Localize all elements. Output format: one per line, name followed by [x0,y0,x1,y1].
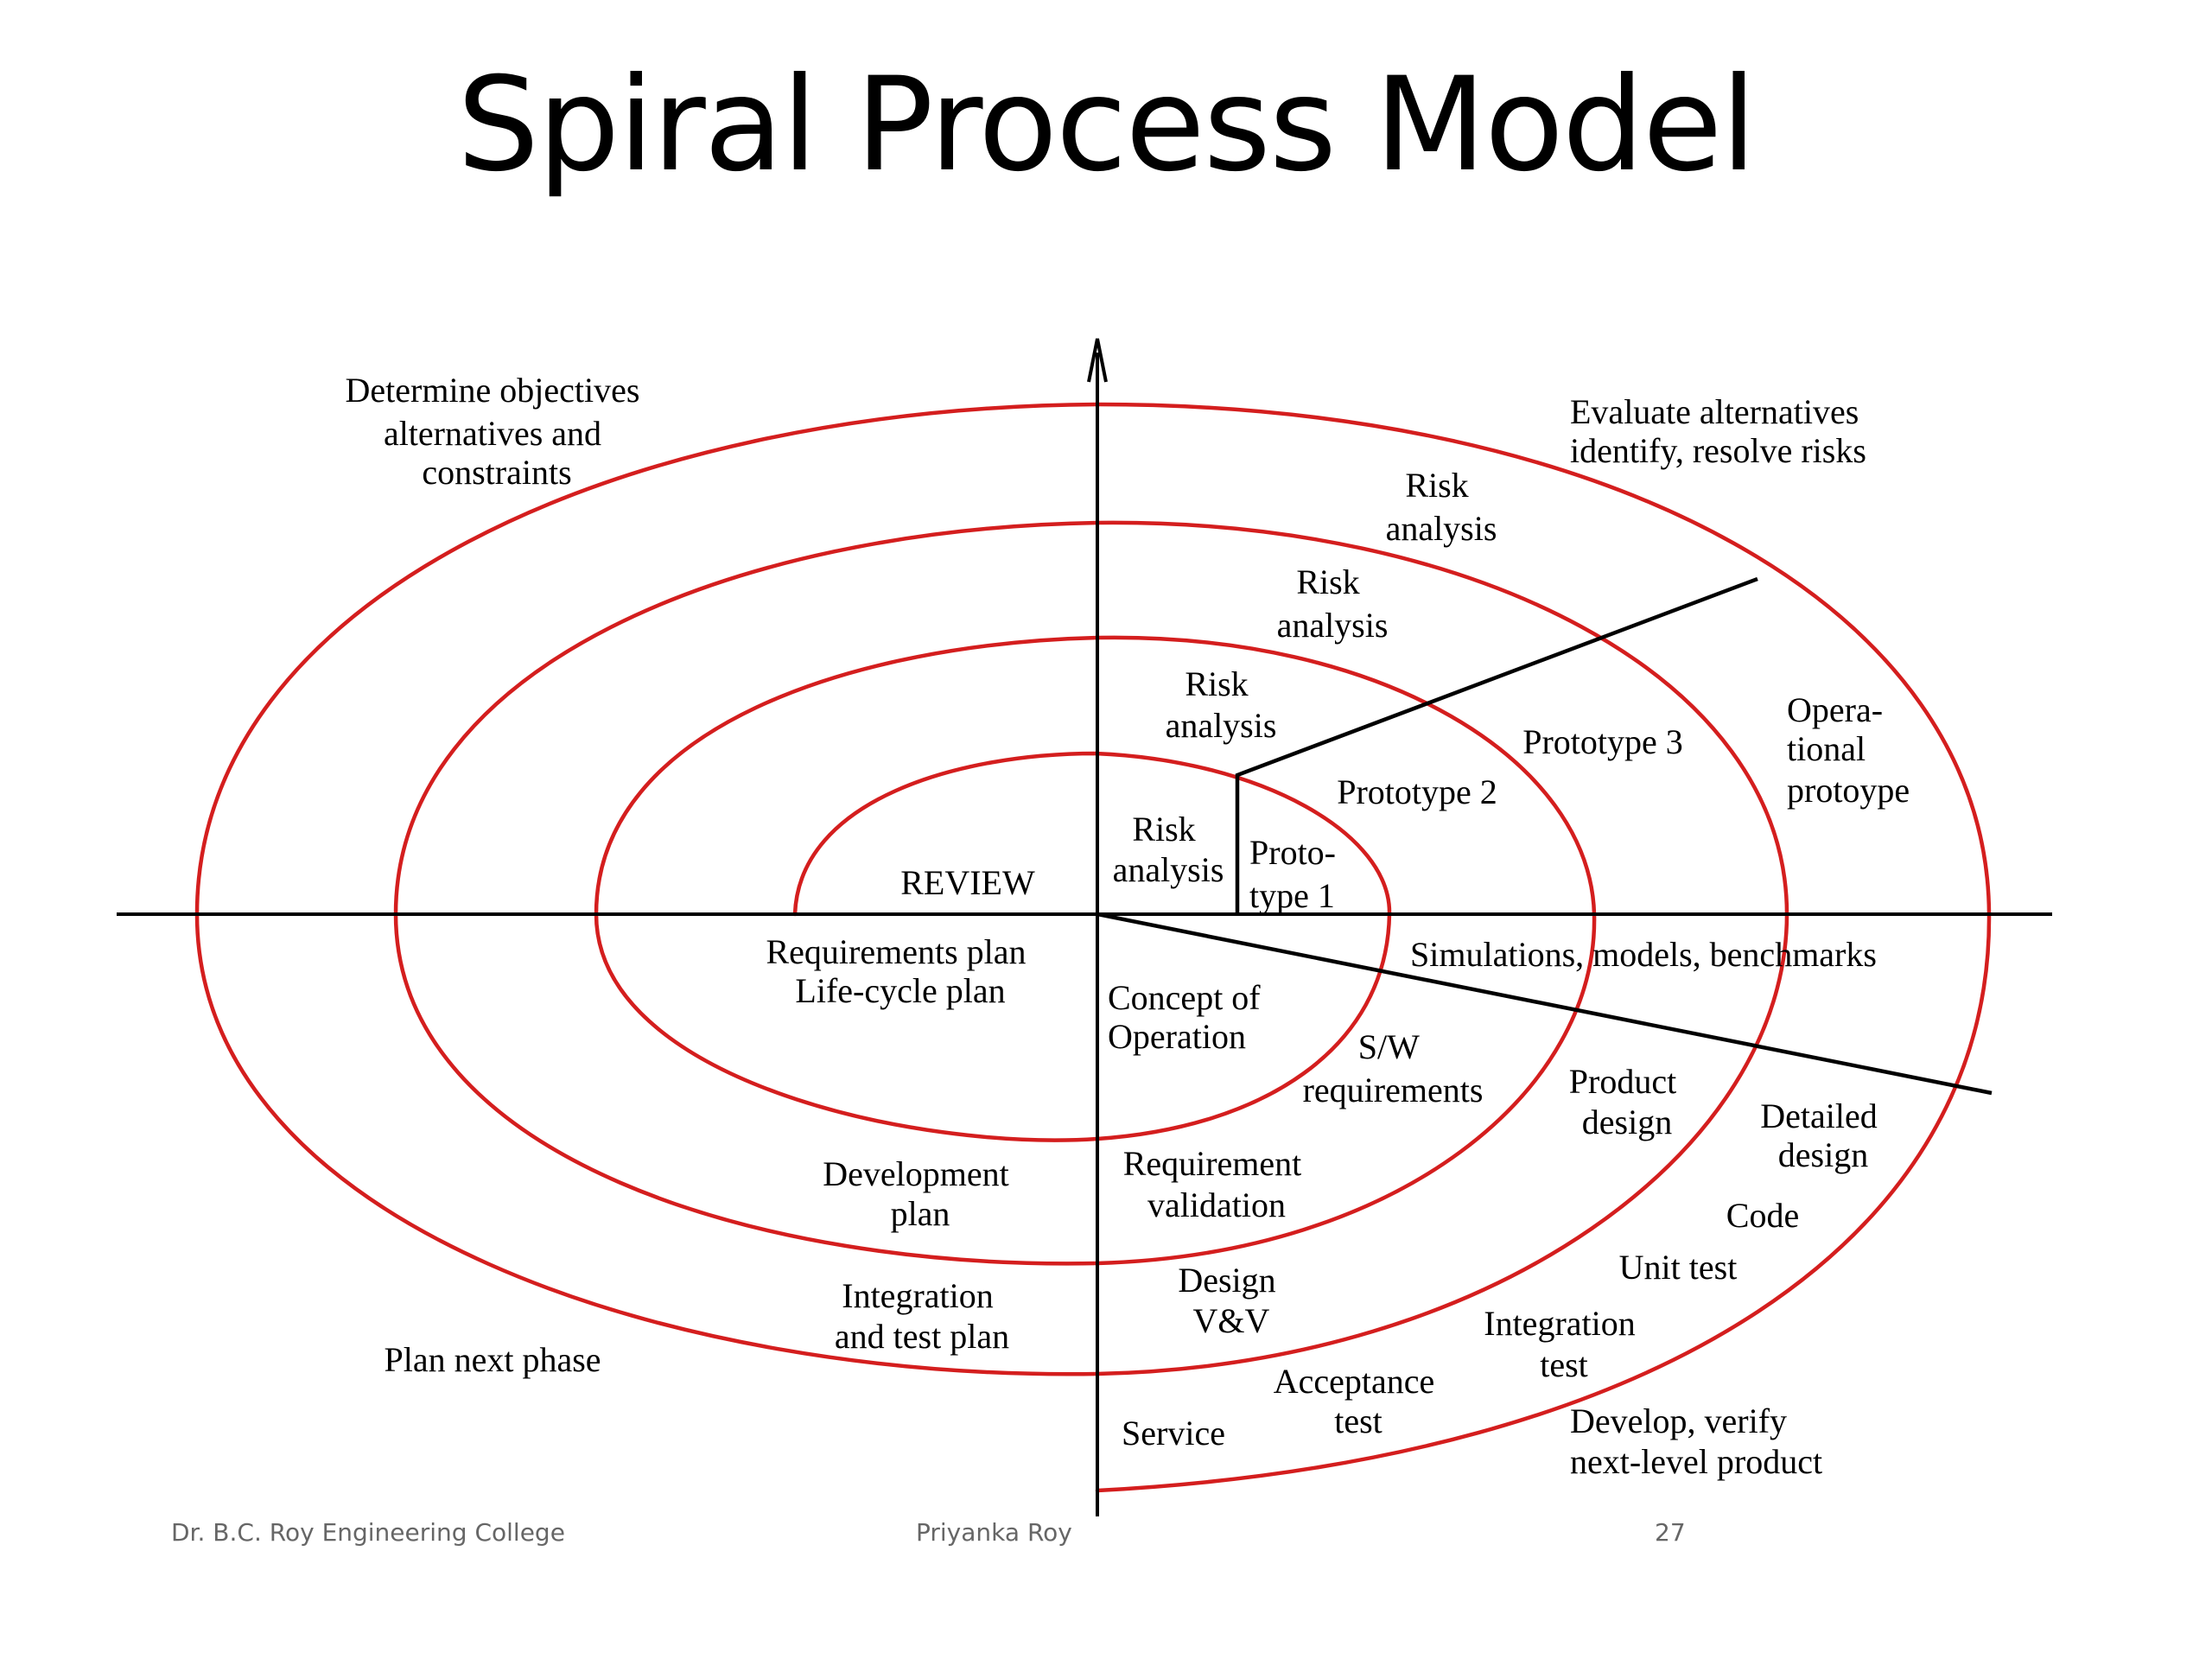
label-integration-test-plan: Integration and test plan [835,1276,1009,1356]
slide-footer: Dr. B.C. Roy Engineering College Priyank… [171,1518,1686,1547]
label-unit-test: Unit test [1619,1248,1738,1287]
label-development-plan: Development plan [823,1154,1018,1233]
risk-radial-line [1235,576,1758,914]
label-requirements-plan: Requirements plan Life-cycle plan [766,932,1034,1010]
label-operational-prototype: Opera- tional protoype [1787,690,1910,810]
label-develop-verify: Develop, verify next-level product [1570,1402,1822,1481]
label-prototype-1: Proto- type 1 [1249,833,1344,915]
label-plan-next-phase: Plan next phase [384,1340,601,1379]
label-detailed-design: Detailed design [1760,1096,1886,1174]
label-risk-analysis-outer: Risk analysis [1386,466,1497,548]
label-evaluate-alternatives: Evaluate alternatives identify, resolve … [1570,392,1867,470]
develop-radial-line [1096,912,1993,1096]
radial-lines [1096,576,1993,1096]
label-service: Service [1122,1414,1225,1452]
spiral-curve [194,402,1992,1493]
label-prototype-3: Prototype 3 [1522,722,1683,761]
footer-author: Priyanka Roy [916,1518,1072,1547]
label-risk-analysis-1: Risk analysis [1113,810,1224,889]
label-sw-requirements: S/W requirements [1303,1027,1484,1109]
label-integration-test: Integration test [1484,1304,1644,1384]
label-concept-of-operation: Concept of Operation [1108,978,1269,1056]
diagram-labels: Determine objectives alternatives and co… [346,371,1910,1481]
label-acceptance-test: Acceptance test [1274,1362,1444,1440]
label-review: REVIEW [900,863,1035,902]
label-product-design: Product design [1569,1062,1685,1141]
label-simulations: Simulations, models, benchmarks [1410,935,1877,974]
axes [117,338,2052,1516]
label-determine-objectives: Determine objectives alternatives and co… [346,371,649,492]
slide-title: Spiral Process Model [456,50,1757,200]
label-risk-analysis-2: Risk analysis [1166,664,1277,745]
footer-page-number: 27 [1655,1518,1686,1547]
label-risk-analysis-3: Risk analysis [1277,563,1389,645]
label-prototype-2: Prototype 2 [1337,772,1497,811]
footer-institution: Dr. B.C. Roy Engineering College [171,1518,565,1547]
label-requirement-validation: Requirement validation [1123,1144,1311,1224]
axis-arrowhead-icon [1087,338,1108,383]
label-code: Code [1726,1196,1799,1235]
label-design-vv: Design V&V [1178,1261,1284,1340]
